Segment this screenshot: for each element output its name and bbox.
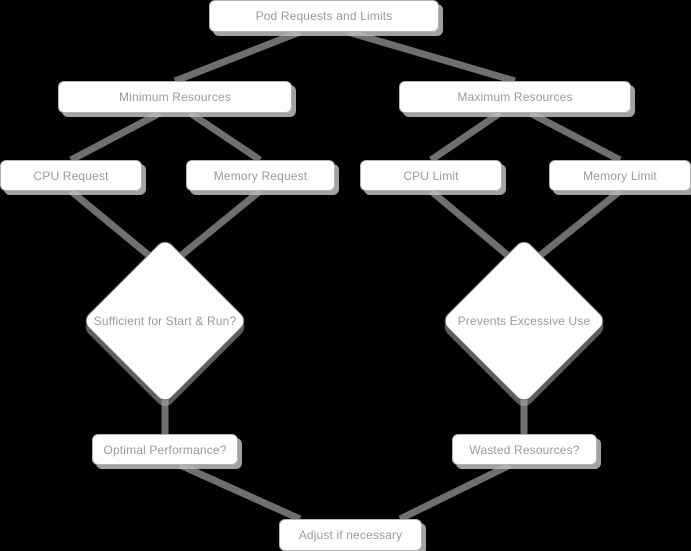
node-sufficient-for-start-and-run[interactable]: Sufficient for Start & Run? — [81, 237, 249, 405]
edge-optimal-to-adjust — [178, 461, 302, 523]
edge-max-to-cpulim — [429, 110, 502, 163]
node-label: Pod Requests and Limits — [255, 9, 393, 23]
node-label: Wasted Resources? — [469, 442, 580, 457]
node-label: Maximum Resources — [457, 90, 573, 104]
edge-min-to-memreq — [188, 110, 262, 163]
edge-min-to-cpureq — [69, 109, 162, 164]
edge-memlim-to-prevents — [534, 188, 623, 261]
edge-max-to-memlim — [528, 109, 622, 164]
node-cpu-limit[interactable]: CPU Limit — [360, 160, 502, 191]
node-optimal-performance[interactable]: Optimal Performance? — [92, 434, 238, 465]
node-wasted-resources[interactable]: Wasted Resources? — [452, 434, 597, 465]
node-adjust-if-necessary[interactable]: Adjust if necessary — [279, 519, 422, 551]
node-maximum-resources[interactable]: Maximum Resources — [399, 81, 631, 113]
node-label: Memory Request — [213, 168, 308, 183]
node-prevents-excessive-use[interactable]: Prevents Excessive Use — [440, 237, 608, 405]
node-cpu-request[interactable]: CPU Request — [0, 160, 142, 191]
edge-memreq-to-sufficient — [175, 188, 263, 261]
node-label: CPU Request — [33, 168, 109, 183]
node-pod-requests-and-limits[interactable]: Pod Requests and Limits — [209, 0, 439, 32]
node-label: Memory Limit — [583, 168, 657, 183]
edge-root-to-max — [347, 28, 516, 85]
node-memory-request[interactable]: Memory Request — [186, 160, 335, 191]
node-label: Sufficient for Start & Run? — [93, 314, 237, 328]
edge-root-to-min — [173, 28, 302, 85]
node-memory-limit[interactable]: Memory Limit — [549, 160, 691, 191]
node-label: Adjust if necessary — [298, 528, 403, 542]
node-label: CPU Limit — [403, 168, 459, 183]
edge-cpulim-to-prevents — [428, 188, 514, 261]
edge-wasted-to-adjust — [398, 461, 512, 523]
node-label: Prevents Excessive Use — [457, 314, 591, 328]
node-minimum-resources[interactable]: Minimum Resources — [58, 81, 292, 113]
edge-cpureq-to-sufficient — [68, 188, 155, 261]
node-label: Optimal Performance? — [103, 442, 227, 457]
node-label: Minimum Resources — [119, 90, 231, 104]
